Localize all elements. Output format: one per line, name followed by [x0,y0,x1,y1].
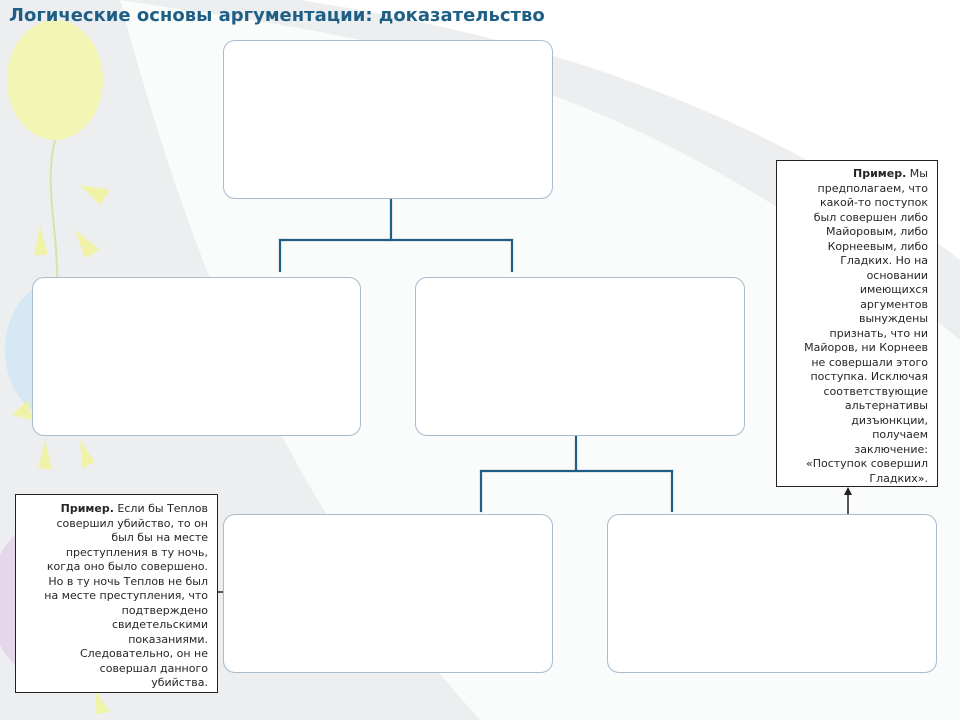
example-text-line: какой-то поступок [820,196,928,209]
example-text-line: свидетельскими [111,618,208,631]
example-heading: Пример. [60,502,114,515]
diagram-node-level2-right [607,514,937,673]
example-text-line: дизъюнкции, [851,413,928,427]
example-text-line: Пример. Если бы Теплов [60,502,208,515]
diagram-node-root [223,40,553,199]
example-text-line: предполагаем, что [817,181,928,195]
example-text-line: подтверждено [121,603,208,617]
example-text-line: Корнеевым, либо [827,239,928,253]
example-text-line: вынуждены [858,312,928,325]
example-text-line: на месте преступления, что [44,589,208,602]
example-text-line: получаем [872,428,928,441]
example-text-line: Гладких». [869,471,928,485]
example-text-line: Майоровым, либо [826,225,928,238]
example-text-line: «Поступок совершил [805,457,928,470]
example-text-line: был бы на месте [111,531,208,544]
example-text-line: соответствующие [823,384,928,398]
example-text-line: не совершали этого [811,355,928,369]
diagram-node-level2-left [223,514,553,673]
example-text-line: убийства. [151,676,208,689]
example-text-line: был совершен либо [813,210,928,224]
example-text-line: Майоров, ни Корнеев [804,341,928,354]
example-text-line: заключение: [854,442,928,456]
example-text-line: Гладких. Но на [840,254,928,267]
example-text-line: поступка. Исключая [810,370,928,383]
example-text-line: когда оно было совершено. [46,560,208,573]
example-text-line: преступления в ту ночь, [65,545,208,559]
yellow-balloon-decoration [7,20,103,140]
example-text-line: показаниями. [128,632,208,646]
example-text-line: совершил убийство, то он [56,516,208,530]
example-text-line: Следовательно, он не [79,647,208,660]
example-text-line: совершал данного [99,661,208,675]
example-text-line: Пример. Мы [853,167,928,180]
example-heading: Пример. [853,167,907,180]
example-text-line: основании [866,268,928,282]
diagram-node-level1-left [32,277,361,436]
example-text-line: имеющихся [859,283,928,296]
example-text-line: признать, что ни [829,326,928,340]
example-text-line: Но в ту ночь Теплов не был [48,574,208,588]
example-text-line: альтернативы [844,399,928,412]
diagram-node-level1-right [415,277,745,436]
slide-title: Логические основы аргументации: доказате… [9,5,545,26]
example-text-line: аргументов [860,297,928,311]
